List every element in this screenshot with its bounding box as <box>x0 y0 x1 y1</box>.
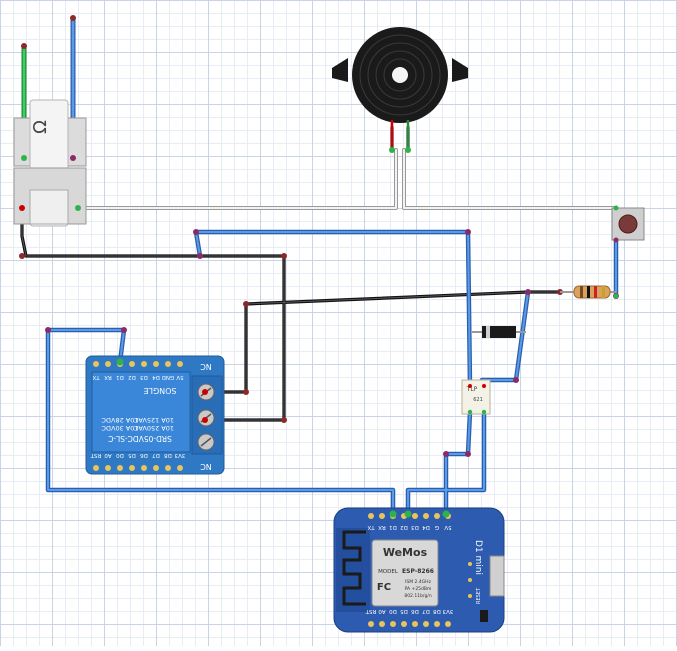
relay-part-number: SRD-05VDC-SL-C <box>108 434 172 443</box>
relay-top-pins <box>93 358 183 367</box>
relay-rating-1: 10A 250VAC <box>133 424 174 432</box>
wemos-pin-label: D0 <box>389 608 397 614</box>
wemos-pin-label: 3V3 <box>442 608 453 614</box>
wemos-pin-label: D5 <box>400 608 408 614</box>
relay-brand: SONGLE <box>143 386 176 395</box>
relay-bottom-pins <box>93 465 183 471</box>
wires <box>19 15 619 515</box>
relay-pin-label: D3 <box>140 374 148 380</box>
relay-pin-label: GND <box>162 374 175 380</box>
wemos-pin-label: D8 <box>433 608 441 614</box>
wemos-bottom-pins <box>368 621 451 627</box>
reset-button[interactable] <box>480 610 488 622</box>
white-wire-bus[interactable] <box>76 126 618 210</box>
fcc-mark: FC <box>377 582 391 593</box>
relay-pin-label: 3V3 <box>174 452 185 458</box>
push-button[interactable] <box>611 205 645 243</box>
relay-rating-2: 10A 30VDC <box>101 424 139 432</box>
relay-shield[interactable]: TX RX D1 D2 D3 D4 GND 5V SRD-05VDC-SL-C … <box>85 355 225 475</box>
relay-nc-top: NC <box>200 362 212 371</box>
wemos-spec-1: ISM 2.4GHz <box>405 579 432 585</box>
wemos-chip: ESP-8266 <box>402 568 434 575</box>
relay-pin-label: D0 <box>116 452 124 458</box>
relay-terminal-screws[interactable] <box>197 383 215 451</box>
relay-pin-label: 5V <box>176 374 183 380</box>
usb-port[interactable] <box>489 555 505 597</box>
opto-label-top: TLP <box>466 386 478 393</box>
svg-text:Ω: Ω <box>30 120 51 134</box>
relay-nc-bottom: NC <box>200 462 212 471</box>
wemos-top-pins <box>368 510 451 519</box>
wemos-pin-label: D7 <box>422 608 430 614</box>
wemos-pin-label: 5V <box>444 524 451 530</box>
wemos-pin-label: G <box>435 524 439 530</box>
wire-junctions <box>19 15 619 457</box>
ac-sensor-module[interactable]: Ω <box>13 99 87 227</box>
opto-label-bottom: 621 <box>473 397 483 403</box>
wemos-pin-label: D3 <box>411 524 419 530</box>
wemos-pin-label: A0 <box>378 608 386 614</box>
wemos-board-name: D1 mini <box>473 540 483 575</box>
relay-pin-label: D2 <box>128 374 136 380</box>
resistor[interactable] <box>560 285 619 299</box>
wemos-pin-label: RST <box>365 608 376 614</box>
wemos-d1-mini[interactable]: WeMos MODEL ESP-8266 FC ISM 2.4GHz PA +2… <box>333 507 505 633</box>
relay-pin-label: D7 <box>152 452 160 458</box>
wemos-pin-label: D1 <box>389 524 397 530</box>
relay-pin-label: A0 <box>104 452 112 458</box>
relay-pin-label: D8 <box>164 452 172 458</box>
wemos-pin-label: D2 <box>400 524 408 530</box>
wemos-pin-label: RX <box>378 524 386 530</box>
relay-pin-label: RST <box>90 452 101 458</box>
relay-rating-4: 10A 28VDC <box>101 416 139 424</box>
wemos-pin-label: D6 <box>411 608 419 614</box>
diode[interactable] <box>472 326 526 338</box>
wemos-pin-label: TX <box>367 524 375 530</box>
relay-rating-3: 10A 125VAC <box>133 416 174 424</box>
piezo-buzzer[interactable] <box>332 27 468 153</box>
wemos-model: MODEL <box>378 569 399 575</box>
relay-pin-label: D6 <box>140 452 148 458</box>
relay-pin-label: D5 <box>128 452 136 458</box>
wemos-spec-2: PA +25dBm <box>405 586 432 592</box>
wemos-pin-label: D4 <box>422 524 430 530</box>
relay-pin-label: D4 <box>152 374 160 380</box>
optocoupler[interactable]: TLP 621 <box>461 379 491 415</box>
wemos-reset-label: RESET <box>476 587 482 604</box>
relay-pin-label: RX <box>104 374 112 380</box>
relay-pin-label: TX <box>92 374 100 380</box>
wemos-spec-3: 802.11b/g/n <box>404 593 431 599</box>
relay-pin-label: D1 <box>116 374 124 380</box>
wemos-logo: WeMos <box>383 546 428 559</box>
